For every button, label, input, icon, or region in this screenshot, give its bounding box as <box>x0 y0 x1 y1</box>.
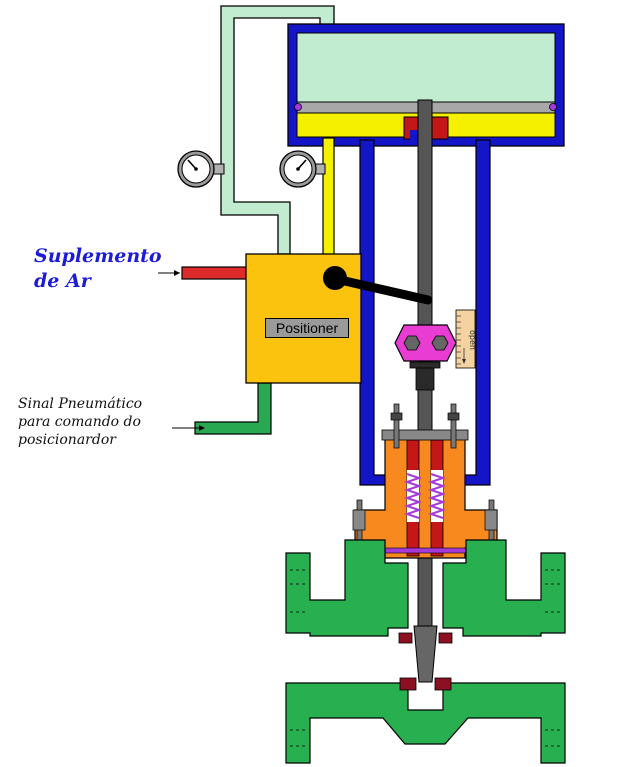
stem-connector <box>394 324 457 391</box>
pneumatic-signal-label-line1: Sinal Pneumático <box>18 396 143 412</box>
pneumatic-signal-pipe <box>194 382 272 435</box>
valve-seat-rings <box>398 632 453 691</box>
pneumatic-signal-label-line2: para comando do <box>18 414 141 430</box>
air-supply-pipe <box>181 266 249 280</box>
pneumatic-signal-label: Sinal Pneumático para comando do posicio… <box>18 395 142 449</box>
feedback-arm <box>323 266 433 305</box>
position-scale: open <box>455 309 477 369</box>
pressure-gauge-icon <box>279 150 326 188</box>
pressure-gauge-icon <box>177 150 225 188</box>
scale-label: open <box>468 330 477 350</box>
air-supply-label-line2: de Ar <box>34 270 91 292</box>
air-supply-label: Suplemento de Ar <box>34 244 162 294</box>
hex-nut-icon <box>403 335 421 351</box>
valve-body <box>285 539 566 764</box>
arrow-right-icon <box>172 425 205 431</box>
positioner-label: Positioner <box>265 318 349 338</box>
pneumatic-signal-label-line3: posicionardor <box>18 432 116 448</box>
hex-nut-icon <box>431 335 449 351</box>
positioner-output-tube <box>322 137 335 257</box>
air-supply-label-line1: Suplemento <box>34 245 162 267</box>
bonnet <box>354 429 498 559</box>
arrow-right-icon <box>158 270 180 276</box>
valve-plug <box>413 625 438 683</box>
